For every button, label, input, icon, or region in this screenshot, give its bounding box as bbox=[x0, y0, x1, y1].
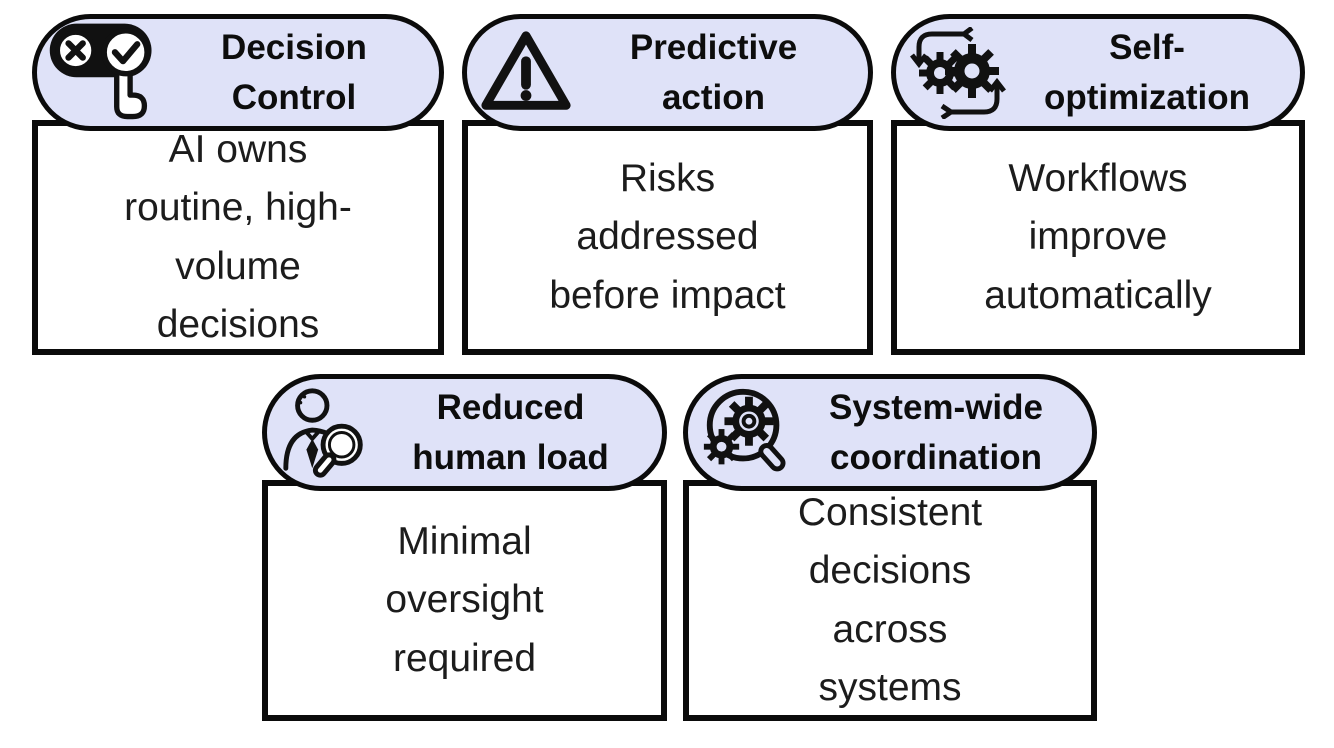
gears-cycle-icon bbox=[906, 26, 1010, 119]
card-system-wide-coordination: System-wide coordination Consistent deci… bbox=[683, 374, 1097, 721]
card-self-optimization: Self- optimization Workflows improve aut… bbox=[891, 14, 1305, 355]
card-header-predictive-action: Predictive action bbox=[462, 14, 873, 131]
card-decision-control: Decision Control AI owns routine, high- … bbox=[32, 14, 444, 355]
card-body-text: Workflows improve automatically bbox=[984, 156, 1212, 317]
card-body-text: Risks addressed before impact bbox=[549, 156, 786, 317]
card-body-decision-control: AI owns routine, high- volume decisions bbox=[32, 120, 444, 355]
warning-triangle-icon bbox=[477, 24, 575, 122]
card-body-text: Consistent decisions across systems bbox=[797, 490, 983, 710]
card-header-self-optimization: Self- optimization bbox=[891, 14, 1305, 131]
card-header-reduced-human-load: Reduced human load bbox=[262, 374, 667, 491]
approve-reject-choice-icon bbox=[47, 21, 165, 121]
gear-magnifier-icon bbox=[698, 384, 796, 482]
card-header-decision-control: Decision Control bbox=[32, 14, 444, 131]
card-header-system-wide-coordination: System-wide coordination bbox=[683, 374, 1097, 491]
card-title: Self- optimization bbox=[1043, 27, 1251, 117]
person-magnifier-icon bbox=[277, 384, 375, 482]
card-title: System-wide coordination bbox=[829, 387, 1043, 477]
card-reduced-human-load: Reduced human load Minimal oversight req… bbox=[262, 374, 667, 721]
card-title: Reduced human load bbox=[412, 387, 609, 477]
card-title: Decision Control bbox=[221, 27, 367, 117]
card-body-text: AI owns routine, high- volume decisions bbox=[124, 127, 352, 347]
card-body-reduced-human-load: Minimal oversight required bbox=[262, 480, 667, 721]
card-body-text: Minimal oversight required bbox=[385, 519, 544, 680]
card-body-predictive-action: Risks addressed before impact bbox=[462, 120, 873, 355]
card-body-system-wide-coordination: Consistent decisions across systems bbox=[683, 480, 1097, 721]
card-predictive-action: Predictive action Risks addressed before… bbox=[462, 14, 873, 355]
card-title: Predictive action bbox=[629, 27, 798, 117]
card-body-self-optimization: Workflows improve automatically bbox=[891, 120, 1305, 355]
